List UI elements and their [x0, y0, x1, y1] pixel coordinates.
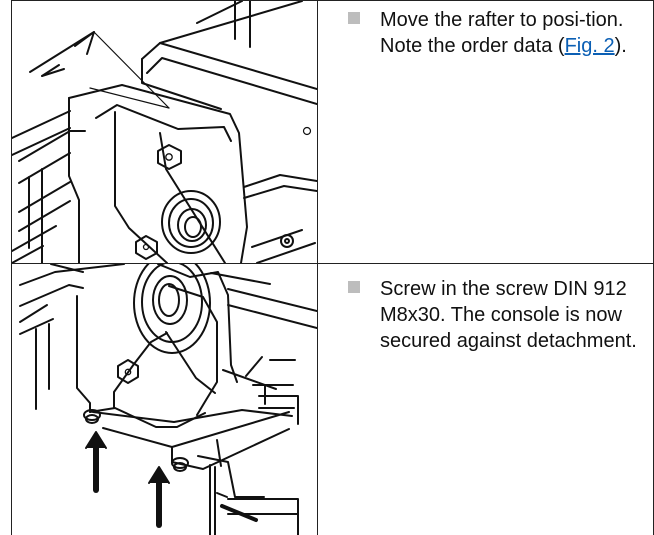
rafter-position-figure — [12, 1, 317, 263]
step-2-text: Screw in the screw DIN 912 M8x30. The co… — [380, 278, 637, 352]
screw-installation-figure — [12, 264, 317, 535]
table-left-border — [11, 0, 12, 535]
step-1-text-before: Move the rafter to posi-tion. Note the o… — [380, 9, 624, 57]
bullet-marker — [348, 12, 360, 24]
step-2-instruction: Screw in the screw DIN 912 M8x30. The co… — [348, 276, 654, 496]
table-column-divider — [317, 0, 318, 535]
step-1-text-after: ). — [614, 35, 627, 57]
table-row-divider — [11, 263, 654, 264]
instruction-table: Move the rafter to posi-tion. Note the o… — [11, 0, 654, 535]
table-top-border — [11, 0, 654, 1]
step-1-text: Move the rafter to posi-tion. Note the o… — [380, 7, 654, 59]
step-1-instruction: Move the rafter to posi-tion. Note the o… — [348, 7, 654, 247]
bullet-marker — [348, 281, 360, 293]
fig-2-link[interactable]: Fig. 2 — [564, 35, 615, 57]
